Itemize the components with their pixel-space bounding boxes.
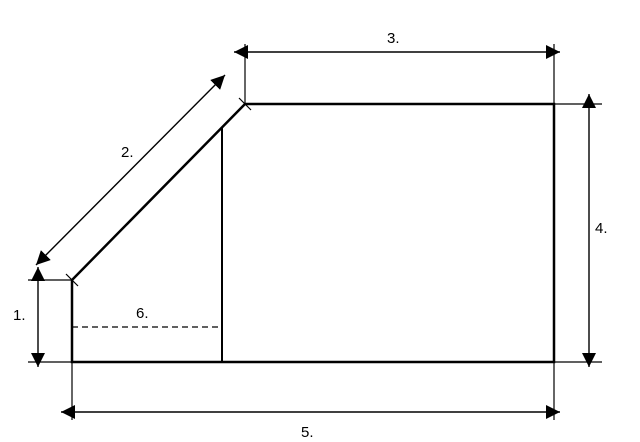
dimension-line-2 — [35, 74, 226, 266]
dimension-label-2: 2. — [121, 144, 134, 161]
dimension-label-3: 3. — [387, 30, 400, 47]
corner-ticks — [65, 97, 252, 287]
corner-tick-upper — [238, 97, 252, 111]
extension-lines — [28, 44, 602, 420]
dimension-lines — [31, 45, 596, 419]
dimension-label-6: 6. — [136, 305, 149, 322]
dimension-label-1: 1. — [13, 307, 26, 324]
outer-boundary — [70, 102, 556, 364]
dimension-label-4: 4. — [595, 220, 608, 237]
dimension-label-5: 5. — [301, 424, 314, 441]
corner-tick-lower — [65, 273, 79, 287]
shape-outline — [70, 102, 556, 364]
